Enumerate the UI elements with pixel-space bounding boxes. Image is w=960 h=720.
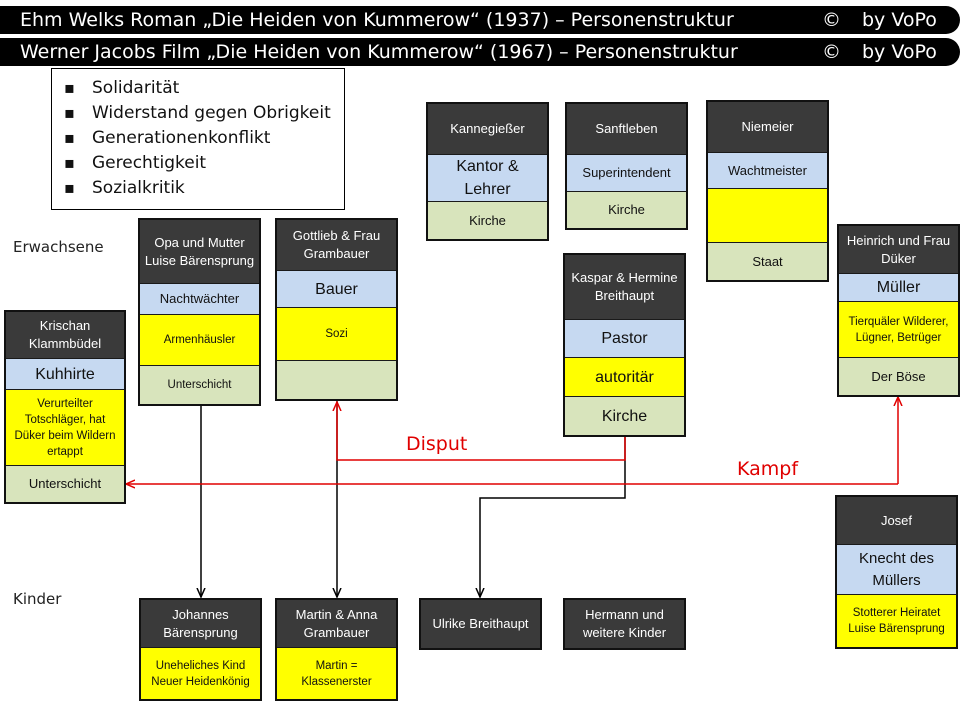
card-note: Armenhäusler [140,314,259,365]
card-role: Knecht des Müllers [837,544,956,594]
title-banner-novel: Ehm Welks Roman „Die Heiden von Kummerow… [0,6,960,34]
topics-box: Solidarität Widerstand gegen Obrigkeit G… [51,68,345,210]
section-label-children: Kinder [13,590,62,608]
card-group: Unterschicht [6,465,124,502]
title-banner-film: Werner Jacobs Film „Die Heiden von Kumme… [0,38,960,66]
relation-label-disput: Disput [406,433,468,455]
card-name: Niemeier [708,102,827,152]
card-name: Opa und Mutter Luise Bärensprung [140,220,259,283]
card-breithaupt: Kaspar & Hermine Breithaupt Pastor autor… [563,253,686,437]
card-role: Kantor & Lehrer [428,154,547,201]
card-hermann: Hermann und weitere Kinder [563,598,686,650]
card-note: Martin = Klassenerster [277,647,396,699]
relation-label-kampf: Kampf [737,458,799,480]
card-krischan: Krischan Klammbüdel Kuhhirte Verurteilte… [4,310,126,504]
topic-item: Generationenkonflikt [64,125,344,150]
card-group: Unterschicht [140,365,259,404]
card-niemeier: Niemeier Wachtmeister Staat [706,100,829,282]
card-baerensprung: Opa und Mutter Luise Bärensprung Nachtwä… [138,218,261,406]
topic-item: Solidarität [64,75,344,100]
card-name: Hermann und weitere Kinder [565,600,684,648]
card-role: Kuhhirte [6,358,124,389]
card-grambauer: Gottlieb & Frau Grambauer Bauer Sozi [275,218,398,401]
card-group: Kirche [428,201,547,239]
banner-title: Ehm Welks Roman „Die Heiden von Kummerow… [20,9,734,31]
copyright-symbol: © [822,9,841,31]
banner-author: by VoPo [862,41,937,63]
card-note: Uneheliches Kind Neuer Heidenkönig [141,647,260,699]
card-group: Der Böse [839,357,958,395]
card-martin: Martin & Anna Grambauer Martin = Klassen… [275,598,398,701]
topic-item: Widerstand gegen Obrigkeit [64,100,344,125]
card-group: Staat [708,242,827,280]
card-name: Ulrike Breithaupt [421,600,540,648]
card-role: Müller [839,273,958,301]
card-note [708,188,827,242]
card-name: Johannes Bärensprung [141,600,260,647]
card-role: Pastor [565,319,684,357]
card-name: Krischan Klammbüdel [6,312,124,358]
card-role: Bauer [277,270,396,307]
topic-item: Sozialkritik [64,175,344,200]
topic-item: Gerechtigkeit [64,150,344,175]
banner-author: by VoPo [862,9,937,31]
card-note: Verurteilter Totschläger, hat Düker beim… [6,389,124,465]
card-role: Superintendent [567,154,686,191]
card-name: Heinrich und Frau Düker [839,226,958,273]
card-name: Martin & Anna Grambauer [277,600,396,647]
card-name: Gottlieb & Frau Grambauer [277,220,396,270]
card-josef: Josef Knecht des Müllers Stotterer Heira… [835,495,958,649]
relation-disput-line [337,402,626,461]
card-note: Sozi [277,307,396,360]
link-breithaupt-ulrike [480,437,626,597]
banner-title: Werner Jacobs Film „Die Heiden von Kumme… [20,41,738,63]
card-name: Sanftleben [567,104,686,154]
card-role: Nachtwächter [140,283,259,314]
card-name: Kannegießer [428,104,547,154]
card-sanftleben: Sanftleben Superintendent Kirche [565,102,688,230]
card-dueker: Heinrich und Frau Düker Müller Tierquäle… [837,224,960,397]
card-group: Kirche [567,191,686,228]
card-ulrike: Ulrike Breithaupt [419,598,542,650]
card-note: Tierquäler Wilderer, Lügner, Betrüger [839,301,958,357]
card-note: Stotterer Heiratet Luise Bärensprung [837,594,956,647]
card-role: Wachtmeister [708,152,827,188]
card-group [277,360,396,399]
copyright-symbol: © [822,41,841,63]
card-name: Josef [837,497,956,544]
card-note: autoritär [565,357,684,396]
section-label-adults: Erwachsene [13,238,104,256]
card-name: Kaspar & Hermine Breithaupt [565,255,684,319]
card-group: Kirche [565,396,684,435]
card-johannes: Johannes Bärensprung Uneheliches Kind Ne… [139,598,262,701]
card-kannegiesser: Kannegießer Kantor & Lehrer Kirche [426,102,549,241]
